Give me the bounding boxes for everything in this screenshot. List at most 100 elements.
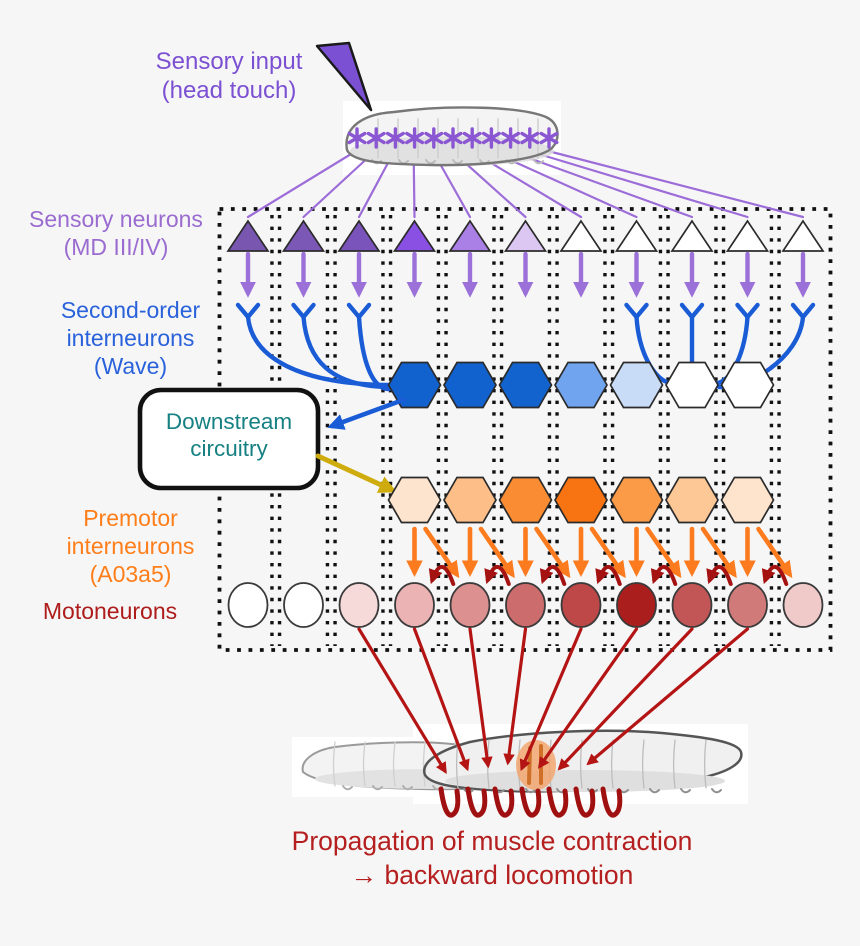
- premotor-hexagon-row: [387, 476, 793, 579]
- sensory-fan-line: [546, 149, 805, 219]
- propagation-arc: [595, 565, 622, 586]
- premotor-hexagon: [443, 476, 497, 524]
- asterisk-arm: [424, 131, 444, 145]
- asterisk-arm: [462, 131, 482, 145]
- motoneuron-output-arrow: [357, 627, 447, 774]
- wave-dendrite-fork: [291, 302, 316, 320]
- asterisk-arm: [405, 131, 425, 145]
- motoneuron-output-arrow: [586, 627, 750, 766]
- larva-proleg: [680, 788, 691, 794]
- downstream-line1: Downstream: [165, 409, 293, 434]
- sensory-fan-line: [302, 149, 377, 219]
- sensory-fan-line: [527, 149, 749, 219]
- propagation-arc: [761, 565, 789, 586]
- motoneuron-output-arrow: [519, 627, 583, 772]
- sensory-neuron-triangle: [725, 219, 770, 252]
- larva-segment-line: [641, 739, 645, 789]
- sensory-neuron-triangle: [781, 219, 825, 252]
- larva-segment-line: [422, 741, 426, 787]
- larva-proleg: [342, 785, 353, 791]
- motoneuron-output-arrow: [503, 627, 528, 766]
- wave-hexagon: [387, 361, 442, 409]
- second-order-line1: Second-order: [60, 297, 201, 323]
- larva-proleg: [649, 788, 660, 794]
- larva-proleg: [372, 785, 383, 791]
- sensory-neuron-triangle: [670, 219, 714, 252]
- motoneuron-output-arrow: [412, 627, 470, 772]
- motoneuron-output-arrow: [468, 627, 493, 769]
- sensory-neuron-triangle: [614, 219, 659, 252]
- body-asterisk: [520, 127, 540, 149]
- wave-dendrite-fork: [346, 302, 372, 320]
- larva-proleg: [402, 785, 413, 791]
- sensory-neuron-triangle: [503, 219, 548, 252]
- wave-dendrite-fork: [735, 302, 760, 320]
- motoneurons-label: Motoneurons: [10, 597, 210, 625]
- wave-hexagon: [720, 361, 775, 409]
- body-asterisk: [424, 127, 444, 149]
- body-asterisk: [366, 127, 386, 149]
- body-asterisk: [443, 127, 463, 149]
- sensory-neuron-triangle: [559, 219, 603, 252]
- premotor-label: Premotor interneurons (A03a5): [28, 504, 233, 588]
- motoneuron-output-arrow: [557, 627, 694, 771]
- wave-hexagon: [665, 361, 719, 409]
- premotor-line2: interneurons: [66, 533, 195, 560]
- premotor-arrow-diagonal: [423, 526, 460, 579]
- second-order-line3: (Wave): [93, 353, 168, 380]
- premotor-hexagon: [554, 476, 608, 524]
- wave-dendrite-fork: [235, 302, 261, 320]
- downstream-output-arrow: [315, 453, 397, 493]
- asterisk-arm: [443, 131, 463, 145]
- larva-segment-line: [332, 741, 336, 787]
- body-asterisk: [405, 127, 425, 149]
- contraction-squiggle: [438, 786, 623, 818]
- propagation-arc: [484, 565, 511, 586]
- asterisk-arm: [481, 131, 501, 145]
- downstream-box-label: Downstream circuitry: [142, 408, 316, 463]
- caption-line2: → backward locomotion: [350, 860, 634, 891]
- dotted-grid: [217, 207, 833, 652]
- larva-segment-line: [703, 739, 707, 789]
- motoneuron-circle: [338, 582, 380, 628]
- premotor-hexagon: [609, 476, 664, 524]
- premotor-arrow-diagonal: [700, 526, 737, 579]
- sensory-input-line1: Sensory input: [155, 48, 303, 75]
- asterisk-arm: [366, 131, 386, 145]
- sensory-neuron-triangle: [448, 219, 492, 252]
- touch-needle: [315, 41, 373, 112]
- asterisk-arm: [385, 131, 405, 145]
- body-asterisk: [481, 127, 501, 149]
- wave-dendrite-stem: [356, 314, 392, 392]
- motoneuron-circle: [227, 582, 269, 628]
- second-order-line2: interneurons: [66, 325, 195, 352]
- premotor-arrow-diagonal: [645, 526, 682, 579]
- sensory-fan-line: [508, 149, 694, 219]
- premotor-arrow-diagonal: [478, 526, 515, 579]
- asterisk-arm: [501, 131, 521, 145]
- asterisk-arm: [347, 131, 367, 145]
- body-asterisk: [385, 127, 405, 149]
- sensory-neurons-line1: Sensory neurons: [29, 206, 203, 232]
- motoneuron-circle: [671, 582, 713, 628]
- caption-line1: Propagation of muscle contraction: [291, 826, 693, 856]
- top-larva-proleg: [452, 159, 463, 165]
- wave-hexagon: [443, 361, 497, 409]
- motoneuron-circle: [727, 582, 768, 628]
- wave-hexagon-row: [387, 361, 775, 409]
- wave-dendrite-stem: [301, 314, 391, 390]
- larva-segment-line: [392, 741, 396, 787]
- wave-hexagon: [498, 361, 553, 409]
- asterisk-arm: [539, 131, 559, 145]
- propagation-arc: [539, 565, 567, 586]
- sensory-neurons-label: Sensory neurons (MD III/IV): [12, 205, 220, 261]
- wave-dendrite-fork: [790, 302, 816, 320]
- wave-hexagon: [554, 361, 608, 409]
- wave-dendrite-fork: [679, 302, 705, 320]
- propagation-arc: [428, 565, 456, 586]
- bottom-larva-right-shading: [445, 770, 725, 792]
- second-order-label: Second-order interneurons (Wave): [28, 296, 233, 380]
- wave-dendrite-fork: [624, 302, 649, 320]
